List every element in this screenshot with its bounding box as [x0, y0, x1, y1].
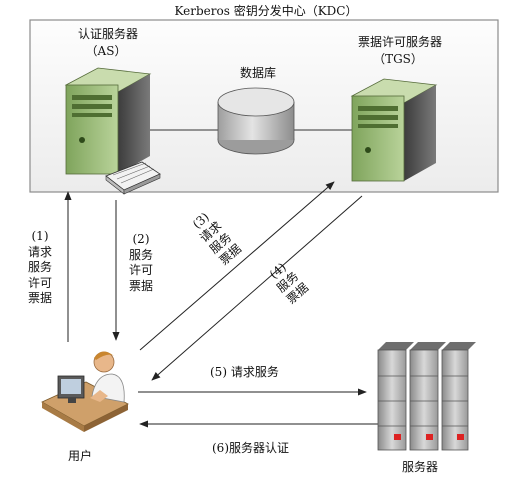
as-server-icon	[64, 67, 161, 195]
tgs-abbr-label: （TGS）	[373, 52, 423, 66]
as-abbr-label: （AS）	[85, 44, 127, 58]
step5-label: (5) 请求服务	[210, 365, 279, 379]
as-name-label: 认证服务器	[77, 27, 139, 41]
arrow-step3	[139, 181, 335, 351]
database-icon	[217, 87, 295, 155]
step2-label: (2) 服务 许可 票据	[128, 232, 153, 293]
user-label: 用户	[67, 449, 93, 463]
tgs-name-label: 票据许可服务器	[357, 35, 443, 49]
arrow-step4	[151, 195, 363, 381]
tgs-server-icon	[350, 78, 438, 182]
database-label: 数据库	[239, 66, 277, 80]
kdc-title: Kerberos 密钥分发中心（KDC）	[174, 4, 358, 18]
server-rack-icon	[377, 342, 476, 451]
user-icon	[41, 351, 129, 432]
server-label: 服务器	[401, 460, 439, 474]
step1-label: (1) 请求 服务 许可 票据	[27, 229, 52, 305]
step6-label: (6)服务器认证	[212, 441, 289, 455]
